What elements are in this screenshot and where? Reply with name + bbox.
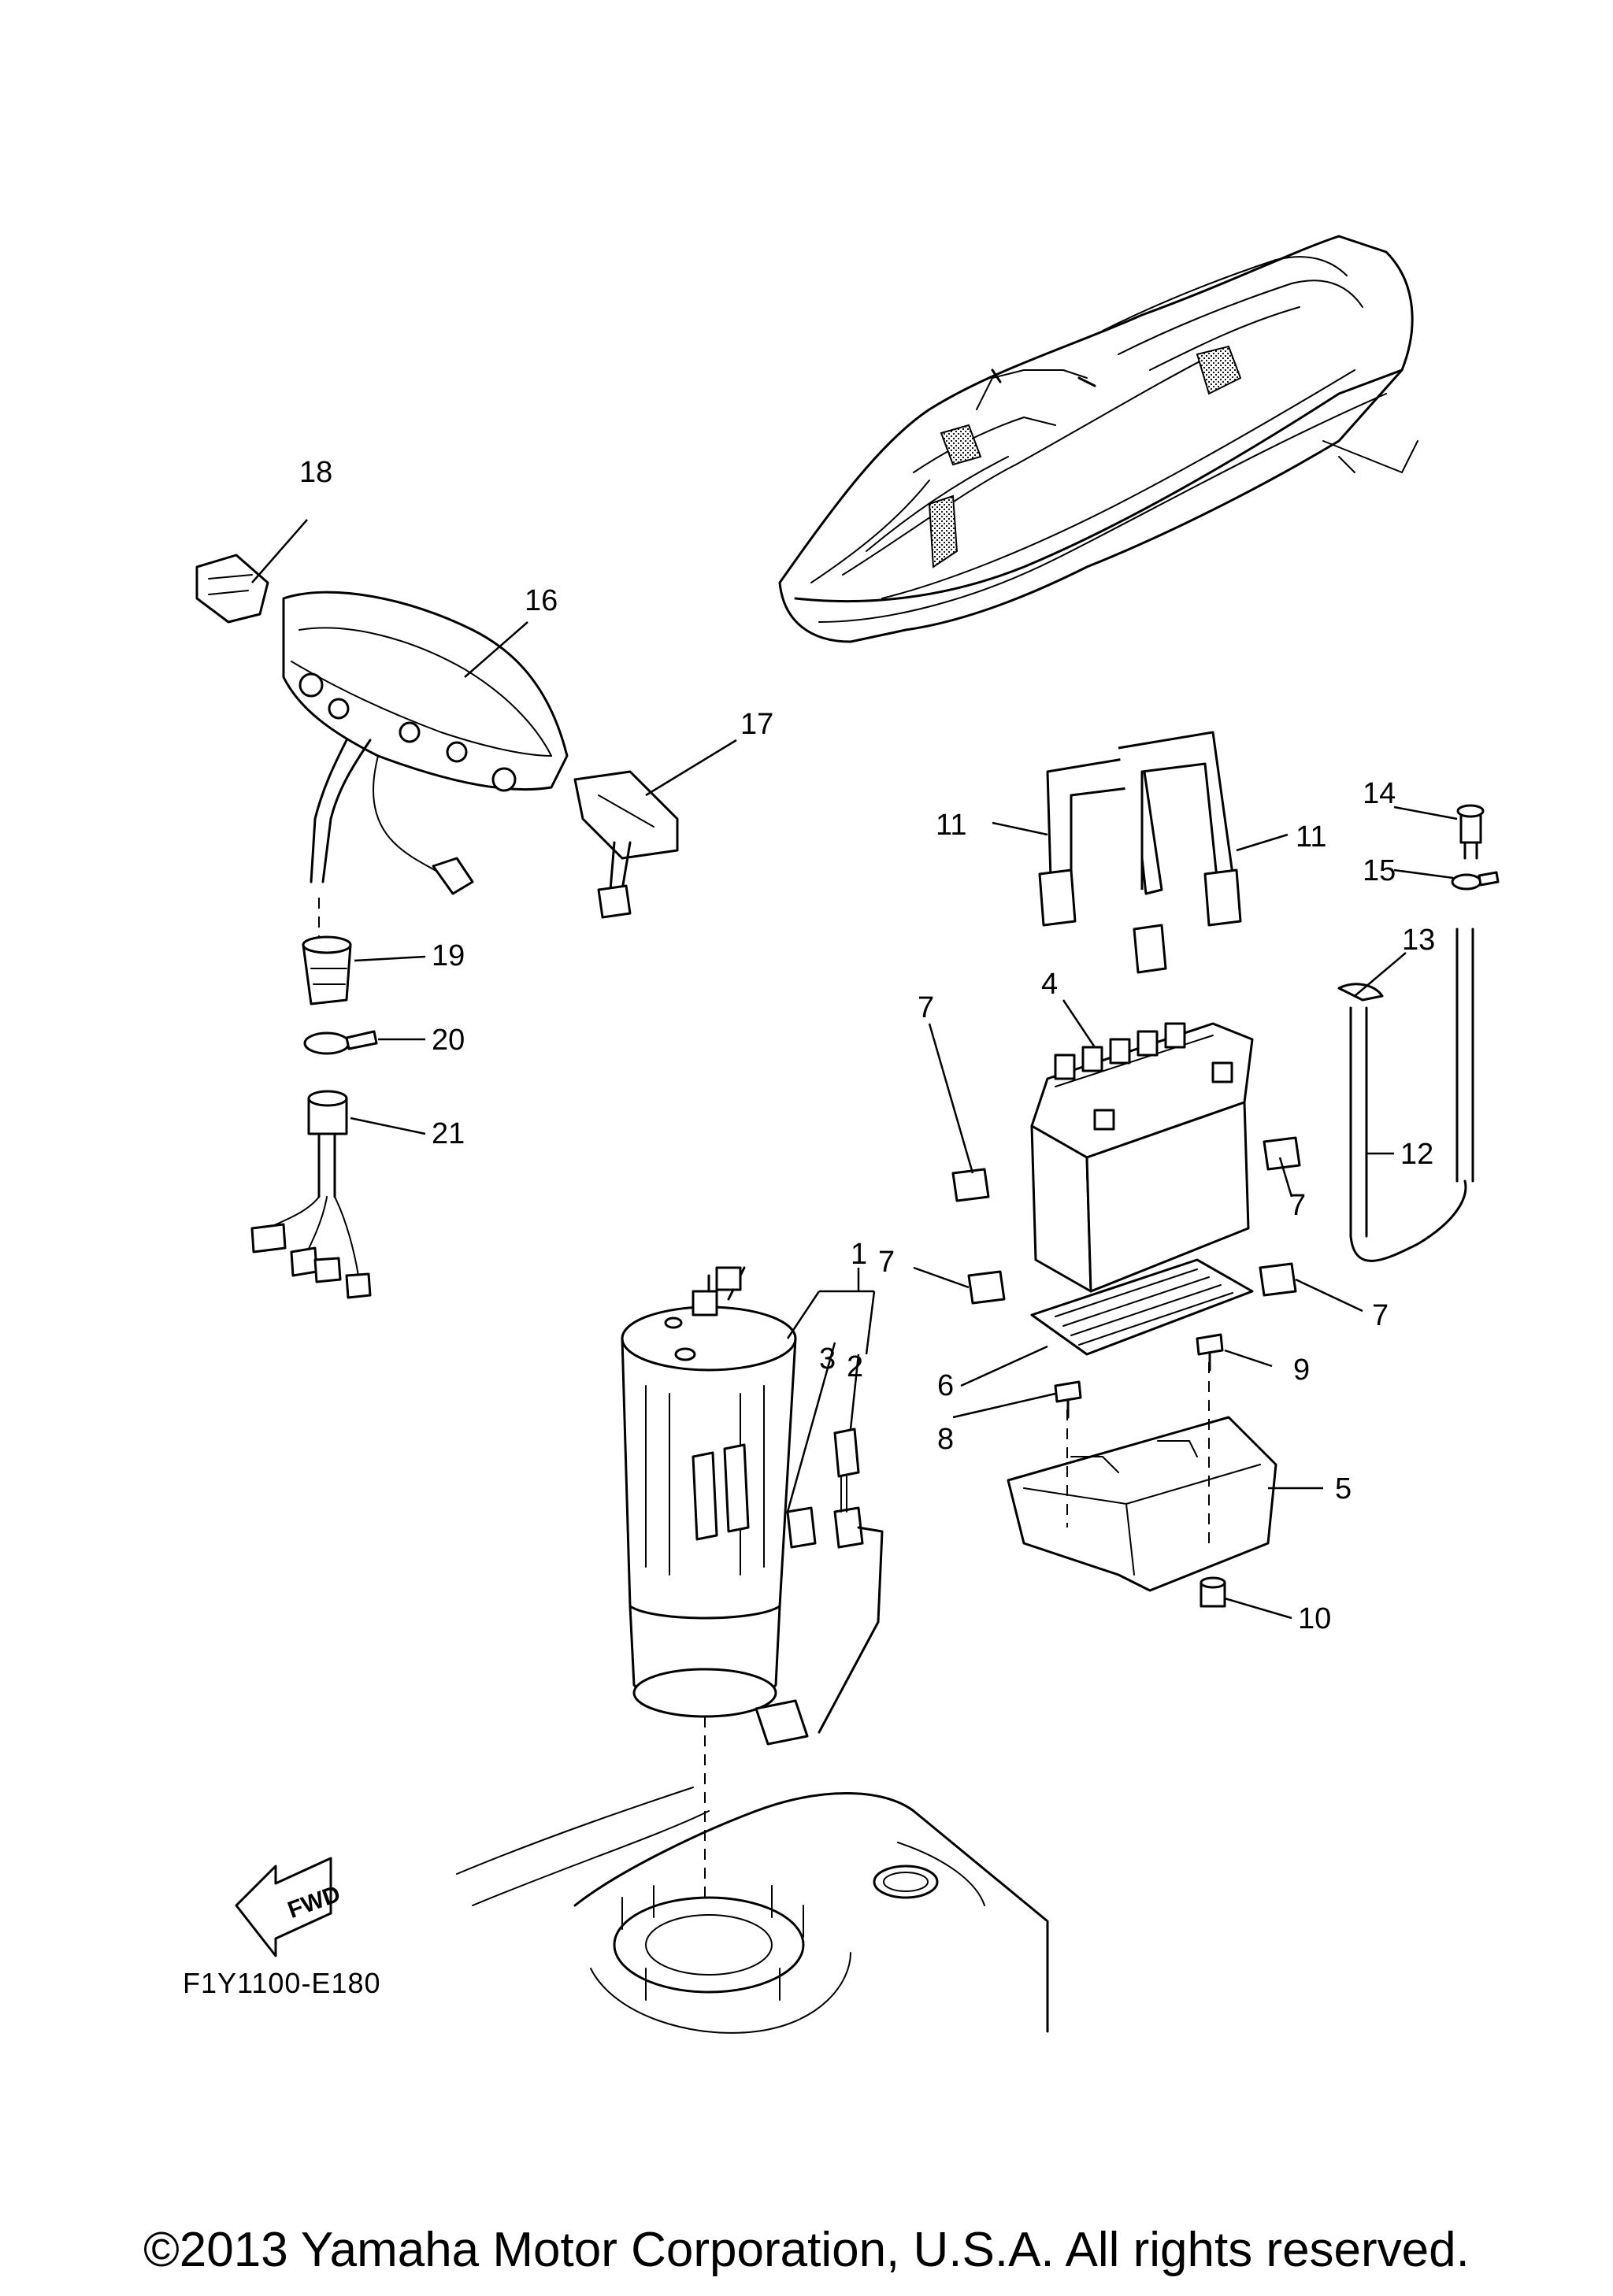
battery-box [1007, 1362, 1277, 1592]
vent-tube [1337, 804, 1500, 1262]
callout-20: 20 [432, 1024, 465, 1057]
callout-16: 16 [525, 584, 558, 617]
callout-3: 3 [819, 1342, 836, 1376]
callout-7d: 7 [1372, 1299, 1389, 1332]
battery-tray [1030, 1258, 1254, 1356]
callout-4: 4 [1041, 968, 1058, 1001]
callout-17: 17 [740, 708, 773, 741]
callout-labels: 18 16 17 19 20 21 11 11 4 13 14 15 12 7 … [299, 456, 1435, 1635]
battery [1030, 1022, 1254, 1293]
callout-11a: 11 [936, 809, 966, 842]
callout-1: 1 [851, 1238, 867, 1271]
callout-7b: 7 [1289, 1189, 1306, 1222]
callout-7a: 7 [918, 991, 934, 1024]
bolts [1054, 1333, 1226, 1608]
callout-21: 21 [432, 1117, 465, 1150]
fuel-pump-assembly [621, 1266, 884, 1921]
callout-15: 15 [1363, 854, 1396, 887]
fuel-tank [456, 1787, 1049, 2034]
callout-6: 6 [937, 1369, 954, 1402]
callout-7c: 7 [878, 1246, 895, 1279]
leader-lines [251, 519, 1458, 1620]
fwd-arrow-icon: FWD [235, 1857, 344, 1957]
callout-10: 10 [1298, 1602, 1331, 1635]
callout-18: 18 [299, 456, 332, 489]
copyright-notice: ©2013 Yamaha Motor Corporation, U.S.A. A… [143, 2223, 1470, 2277]
callout-11b: 11 [1296, 820, 1326, 854]
meter-assembly [195, 554, 679, 1299]
callout-8: 8 [937, 1423, 954, 1456]
battery-pads [951, 1136, 1301, 1305]
callout-9: 9 [1293, 1354, 1310, 1387]
callout-12: 12 [1400, 1138, 1433, 1171]
diagram-code: F1Y1100-E180 [183, 1967, 381, 1999]
battery-straps [1038, 731, 1242, 974]
callout-2: 2 [847, 1350, 863, 1383]
callout-19: 19 [432, 939, 465, 972]
callout-13: 13 [1402, 924, 1435, 957]
callout-14: 14 [1363, 777, 1396, 810]
callout-5: 5 [1335, 1472, 1352, 1505]
watercraft-illustration [778, 235, 1418, 643]
